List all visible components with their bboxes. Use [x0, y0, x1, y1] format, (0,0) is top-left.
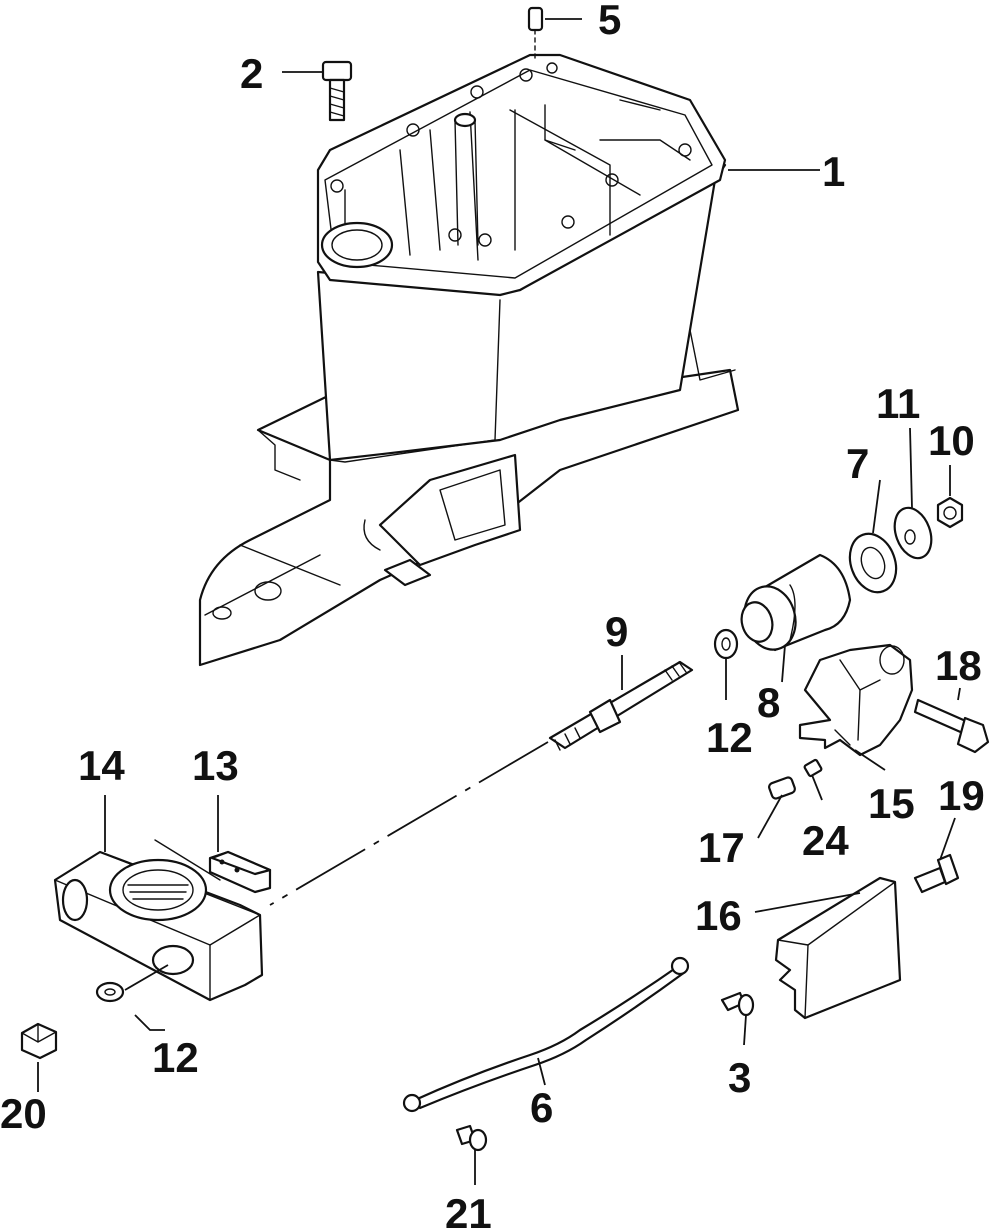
- small-screw: [720, 991, 755, 1017]
- callout-6: 6: [530, 1084, 553, 1131]
- callout-14: 14: [78, 742, 125, 789]
- anode-plate: [208, 850, 272, 894]
- callout-19: 19: [938, 772, 985, 819]
- callout-17: 17: [698, 824, 745, 871]
- mount-bracket: [798, 643, 914, 757]
- callout-8: 8: [757, 679, 780, 726]
- set-screw: [803, 758, 823, 778]
- callout-16: 16: [695, 892, 742, 939]
- threaded-stud: [269, 660, 694, 906]
- hex-nut: [936, 496, 964, 529]
- side-cover: [774, 876, 902, 1020]
- dowel-pin: [527, 6, 544, 59]
- cover-screw: [913, 853, 960, 894]
- callout-15: 15: [868, 780, 915, 827]
- callout-13: 13: [192, 742, 239, 789]
- callout-2: 2: [240, 50, 263, 97]
- flat-washer: [893, 506, 933, 560]
- mount-bolt: [913, 698, 990, 754]
- small-washer-lower: [95, 981, 125, 1003]
- flange-bolt: [321, 60, 353, 122]
- swivel-bracket: [53, 839, 264, 1002]
- callout-7: 7: [846, 440, 869, 487]
- callout-1: 1: [822, 148, 845, 195]
- callout-18: 18: [935, 642, 982, 689]
- callout-21: 21: [445, 1190, 492, 1228]
- callout-12-lower: 12: [152, 1034, 199, 1081]
- callout-9: 9: [605, 608, 628, 655]
- leader-lines: [37, 18, 961, 1185]
- callout-24: 24: [802, 817, 849, 864]
- callout-5: 5: [598, 0, 621, 43]
- callout-20: 20: [0, 1090, 47, 1137]
- small-washer-upper: [713, 628, 739, 660]
- bottom-screw: [455, 1124, 488, 1152]
- callout-3: 3: [728, 1054, 751, 1101]
- drive-shaft-housing: [198, 53, 740, 667]
- link-rod: [402, 956, 690, 1113]
- cap-nut: [20, 1022, 58, 1060]
- mount-washer: [848, 532, 898, 594]
- callout-11: 11: [876, 380, 920, 427]
- grease-fitting: [768, 776, 796, 800]
- callout-10: 10: [928, 417, 975, 464]
- rubber-mount: [740, 553, 852, 652]
- callout-12-upper: 12: [706, 714, 753, 761]
